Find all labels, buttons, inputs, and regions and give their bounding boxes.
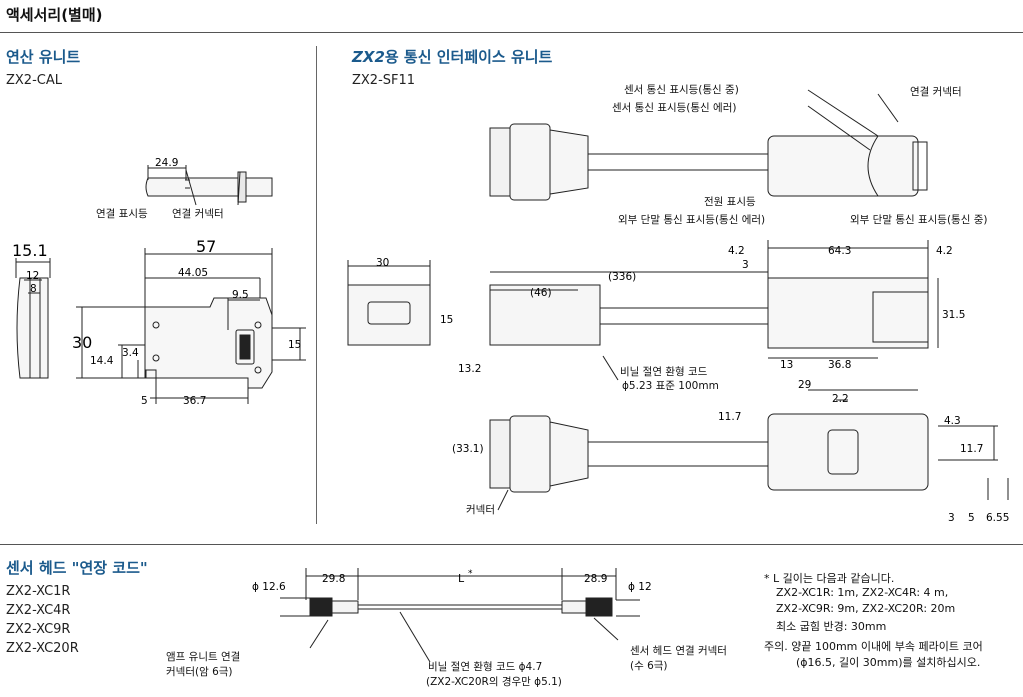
- dim-sf11-13: 13: [780, 359, 793, 371]
- dim-cal-30: 30: [72, 333, 92, 352]
- sf11-drawing: 4.2 64.3 4.2 3 30 (336) (46) 15 31.5 13.…: [347, 89, 1009, 524]
- cal-model-name: ZX2-CAL: [6, 73, 62, 88]
- ext-note-1: * L 길이는 다음과 같습니다.: [764, 572, 895, 585]
- ext-amp-connector-label-2: 커넥터(암 6극): [166, 666, 233, 678]
- cal-indicator-label: 연결 표시등: [96, 208, 148, 220]
- dim-cal-14-4: 14.4: [90, 355, 114, 367]
- dim-sf11-36-8: 36.8: [828, 359, 851, 371]
- dim-sf11-11-7b: 11.7: [960, 443, 983, 455]
- column-divider: [316, 46, 317, 524]
- sf11-ext-ok-label: 외부 단말 통신 표시등(통신 중): [850, 214, 988, 226]
- sf11-power-label: 전원 표시등: [704, 196, 756, 208]
- sf11-comm-ok-label: 센서 통신 표시등(통신 중): [624, 84, 739, 96]
- sf11-section-title: ZX2용 통신 인터페이스 유니트: [352, 46, 552, 67]
- sf11-comm-err-label: 센서 통신 표시등(통신 에러): [612, 102, 737, 114]
- ext-head-connector-label-1: 센서 헤드 연결 커넥터: [630, 645, 727, 657]
- dim-ext-phi-12: ϕ 12: [628, 581, 652, 593]
- ext-head-connector-label-2: (수 6극): [630, 660, 668, 672]
- dim-sf11-64-3: 64.3: [828, 245, 851, 257]
- ext-note-6: (ϕ16.5, 길이 30mm)를 설치하십시오.: [796, 656, 981, 669]
- dim-sf11-15: 15: [440, 314, 453, 326]
- dim-cal-5: 5: [141, 395, 148, 407]
- ext-model-1: ZX2-XC1R: [6, 584, 71, 599]
- dim-ext-L: L: [458, 572, 465, 585]
- ext-cord-drawing: ϕ 12.6 29.8 L * 28.9 ϕ 12: [252, 568, 652, 663]
- dim-cal-9-5: 9.5: [232, 289, 249, 301]
- dim-sf11-4-3: 4.3: [944, 415, 961, 427]
- dim-cal-3-4: 3.4: [122, 347, 139, 359]
- ext-model-2: ZX2-XC4R: [6, 603, 71, 618]
- dim-cal-24-9: 24.9: [155, 157, 178, 169]
- ext-model-3: ZX2-XC9R: [6, 622, 71, 637]
- dim-cal-57: 57: [196, 237, 216, 256]
- sf11-connector-bottom-label: 커넥터: [466, 504, 495, 516]
- dim-sf11-3a: 3: [742, 259, 749, 271]
- header-divider: [0, 32, 1023, 33]
- dim-cal-12: 12: [26, 270, 39, 282]
- ext-section-title: 센서 헤드 "연장 코드": [6, 559, 148, 577]
- dim-cal-44-05: 44.05: [178, 267, 208, 279]
- ext-amp-connector-label-1: 앰프 유니트 연결: [166, 651, 241, 663]
- sf11-model-name: ZX2-SF11: [352, 73, 416, 88]
- dim-ext-phi-12-6: ϕ 12.6: [252, 581, 286, 593]
- ext-model-4: ZX2-XC20R: [6, 641, 79, 656]
- sf11-connector-top-label: 연결 커넥터: [910, 86, 962, 98]
- dim-sf11-3b: 3: [948, 512, 955, 524]
- dim-ext-star: *: [468, 569, 473, 579]
- dim-sf11-33-1: (33.1): [452, 443, 484, 455]
- dim-sf11-30: 30: [376, 257, 389, 269]
- ext-note-5: 주의. 양끝 100mm 이내에 부속 페라이트 코어: [764, 640, 983, 653]
- dim-sf11-2-2: 2.2: [832, 393, 849, 405]
- dim-sf11-31-5: 31.5: [942, 309, 965, 321]
- dim-sf11-4-2b: 4.2: [936, 245, 953, 257]
- dim-sf11-11-7a: 11.7: [718, 411, 741, 423]
- sf11-cable-label-2: ϕ5.23 표준 100mm: [622, 380, 719, 392]
- sf11-cable-label-1: 비닐 절연 환형 코드: [620, 366, 708, 378]
- page-title: 액세서리(별매): [6, 6, 103, 24]
- dim-cal-15-1: 15.1: [12, 241, 48, 260]
- dim-cal-36-7: 36.7: [183, 395, 206, 407]
- dim-cal-8: 8: [30, 283, 37, 295]
- dim-ext-29-8: 29.8: [322, 573, 345, 585]
- dim-sf11-29: 29: [798, 379, 811, 391]
- section-divider: [0, 544, 1023, 545]
- dim-sf11-5: 5: [968, 512, 975, 524]
- sf11-title-rest: 용 통신 인터페이스 유니트: [384, 48, 553, 66]
- ext-note-4: 최소 굽힘 반경: 30mm: [776, 620, 887, 633]
- cal-drawing: 24.9 15.1 12 8: [12, 157, 306, 407]
- sf11-ext-err-label: 외부 단말 통신 표시등(통신 에러): [618, 214, 766, 226]
- dim-sf11-46: (46): [530, 287, 552, 299]
- dim-sf11-336: (336): [608, 271, 636, 283]
- ext-cord-label-2: (ZX2-XC20R의 경우만 ϕ5.1): [426, 676, 562, 688]
- dim-sf11-13-2: 13.2: [458, 363, 481, 375]
- cal-connector-label: 연결 커넥터: [172, 208, 224, 220]
- dim-cal-15: 15: [288, 339, 301, 351]
- ext-cord-label-1: 비닐 절연 환형 코드 ϕ4.7: [428, 661, 543, 673]
- ext-note-3: ZX2-XC9R: 9m, ZX2-XC20R: 20m: [776, 602, 956, 615]
- cal-section-title: 연산 유니트: [6, 48, 81, 66]
- dim-ext-28-9: 28.9: [584, 573, 607, 585]
- sf11-title-bold: ZX2: [352, 48, 385, 66]
- dim-sf11-4-2a: 4.2: [728, 245, 745, 257]
- ext-note-2: ZX2-XC1R: 1m, ZX2-XC4R: 4 m,: [776, 586, 949, 599]
- dim-sf11-6-55: 6.55: [986, 512, 1009, 524]
